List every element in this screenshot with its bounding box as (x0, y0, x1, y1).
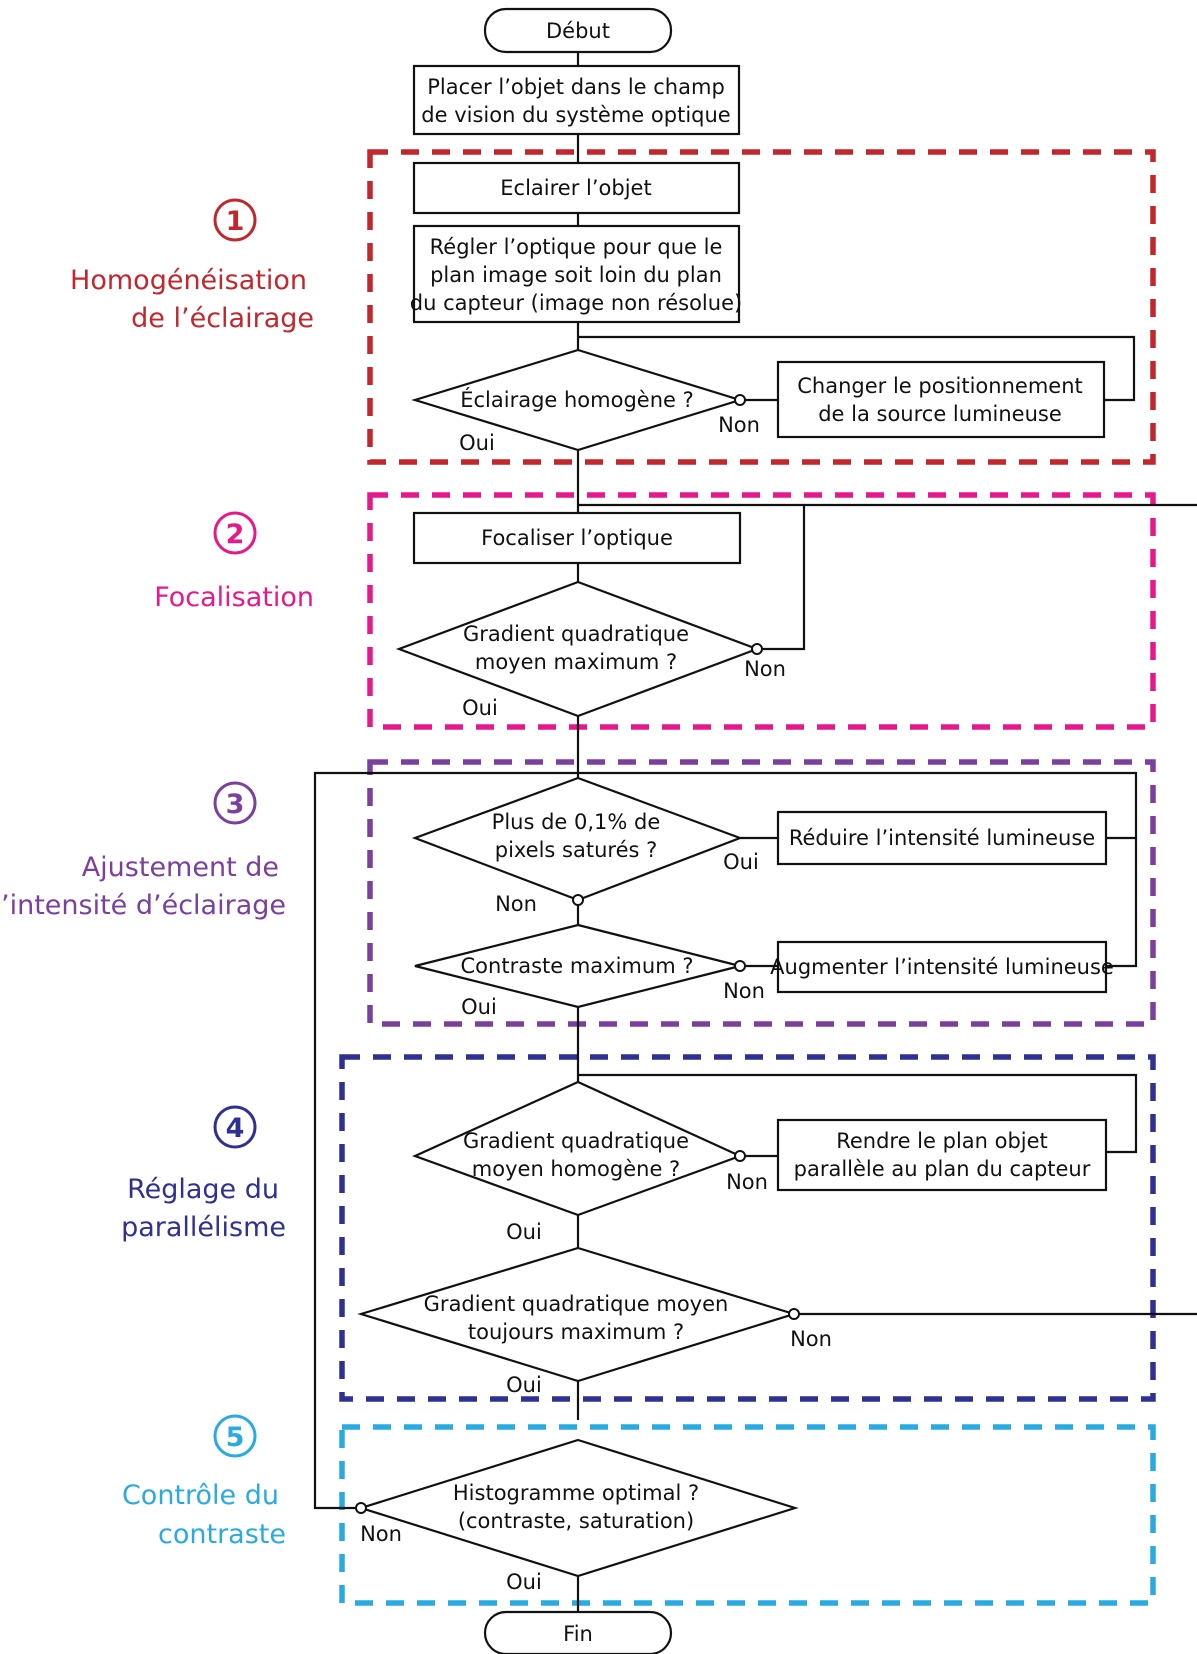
place-object-line-2: de vision du système optique (421, 103, 730, 127)
saturated-pixels-line-1: Plus de 0,1% de (492, 810, 661, 834)
light-object-label: Eclairer l’objet (500, 176, 651, 200)
light-object-box (412, 161, 741, 215)
change-source-box (776, 360, 1106, 439)
stage-3-title-line-1: Ajustement de (82, 852, 279, 883)
parallel-plane-line-1: Rendre le plan objet (836, 1129, 1048, 1153)
histogram-optimal-line-1: Histogramme optimal ? (453, 1481, 699, 1505)
start-label: Début (546, 19, 610, 43)
stage-3-frame (367, 759, 1156, 1027)
start-terminal (483, 7, 673, 54)
end-label: Fin (563, 1622, 593, 1646)
stage-3-number-circle (213, 781, 257, 825)
saturated-pixels-no-label: Non (495, 892, 537, 916)
place-object-box (412, 64, 741, 136)
gradient-homogeneous-yes-label: Oui (506, 1220, 542, 1244)
stage-3-title-line-2: l’intensité d’éclairage (0, 890, 286, 921)
parallel-plane-line-2: parallèle au plan du capteur (794, 1157, 1091, 1181)
end-terminal (483, 1610, 673, 1654)
histogram-optimal-decision (357, 1438, 799, 1578)
change-source-line-1: Changer le positionnement (797, 374, 1082, 398)
stage-1-title-line-1: Homogénéisation (70, 265, 307, 296)
stage-2-number: 2 (226, 519, 245, 550)
gradient-homogeneous-decision (412, 1080, 743, 1217)
adjust-optics-line-3: du capteur (image non résolue) (410, 291, 742, 315)
reduce-intensity-label: Réduire l’intensité lumineuse (789, 826, 1095, 850)
stage-1-title-line-2: de l’éclairage (131, 303, 314, 334)
contrast-max-no-port (734, 960, 746, 972)
homogeneous-light-no-port (734, 394, 746, 406)
stage-3-number: 3 (226, 789, 245, 820)
focus-optics-box (412, 511, 742, 565)
increase-intensity-box (776, 940, 1108, 994)
stage-5-frame (339, 1424, 1156, 1606)
stage-2-number-circle (213, 511, 257, 555)
gradient-max-no-label: Non (744, 657, 786, 681)
change-source-line-2: de la source lumineuse (818, 402, 1062, 426)
saturated-pixels-line-2: pixels saturés ? (495, 838, 658, 862)
gradient-max-decision (395, 580, 761, 718)
stage-5-title-line-1: Contrôle du (122, 1480, 279, 1511)
homogeneous-light-label: Éclairage homogène ? (460, 387, 694, 412)
gradient-homogeneous-no-label: Non (726, 1170, 768, 1194)
stage-4-number: 4 (226, 1113, 245, 1144)
stage-5-title-line-2: contraste (158, 1519, 286, 1550)
homogeneous-light-decision (411, 348, 744, 452)
histogram-optimal-no-port (355, 1502, 367, 1514)
adjust-optics-line-2: plan image soit loin du plan (430, 263, 722, 287)
gradient-still-max-line-2: toujours maximum ? (468, 1320, 684, 1344)
stage-4-title-line-1: Réglage du (127, 1174, 279, 1205)
gradient-max-line-2: moyen maximum ? (475, 650, 677, 674)
saturated-pixels-no-port (572, 894, 584, 906)
contrast-max-no-label: Non (723, 979, 765, 1003)
stage-1-frame (367, 149, 1156, 465)
gradient-still-max-yes-label: Oui (506, 1373, 542, 1397)
reduce-intensity-box (776, 810, 1108, 866)
gradient-homogeneous-line-2: moyen homogène ? (472, 1157, 680, 1181)
stage-4-number-circle (213, 1105, 257, 1149)
stage-2-frame (367, 492, 1156, 730)
adjust-optics-box (412, 224, 741, 324)
gradient-max-yes-label: Oui (462, 696, 498, 720)
histogram-optimal-yes-label: Oui (506, 1570, 542, 1594)
histogram-optimal-line-2: (contraste, saturation) (458, 1509, 694, 1533)
gradient-still-max-line-1: Gradient quadratique moyen (424, 1292, 729, 1316)
adjust-optics-line-1: Régler l’optique pour que le (430, 235, 723, 259)
homogeneous-light-yes-label: Oui (459, 431, 495, 455)
stage-2-title-line-1: Focalisation (154, 582, 314, 613)
place-object-line-1: Placer l’objet dans le champ (427, 75, 725, 99)
homogeneous-light-no-label: Non (718, 413, 760, 437)
saturated-pixels-yes-label: Oui (723, 850, 759, 874)
gradient-still-max-no-port (788, 1308, 800, 1320)
gradient-max-line-1: Gradient quadratique (463, 622, 689, 646)
stage-5-number: 5 (226, 1422, 245, 1453)
increase-intensity-label: Augmenter l’intensité lumineuse (770, 955, 1114, 979)
gradient-still-max-no-label: Non (790, 1327, 832, 1351)
gradient-max-no-port (751, 643, 763, 655)
focus-optics-label: Focaliser l’optique (481, 526, 673, 550)
contrast-max-decision (414, 923, 741, 1009)
gradient-homogeneous-line-1: Gradient quadratique (463, 1129, 689, 1153)
stage-1-number-circle (213, 198, 257, 242)
contrast-max-label: Contraste maximum ? (461, 954, 694, 978)
parallel-plane-box (776, 1118, 1108, 1192)
stage-4-frame (339, 1054, 1156, 1402)
connectors (313, 52, 1197, 1620)
contrast-max-yes-label: Oui (461, 995, 497, 1019)
stage-4-title-line-2: parallélisme (121, 1212, 286, 1243)
gradient-still-max-decision (357, 1246, 798, 1383)
histogram-optimal-no-label: Non (360, 1522, 402, 1546)
gradient-homogeneous-no-port (734, 1150, 746, 1162)
stage-5-number-circle (213, 1414, 257, 1458)
stage-1-number: 1 (226, 206, 245, 237)
